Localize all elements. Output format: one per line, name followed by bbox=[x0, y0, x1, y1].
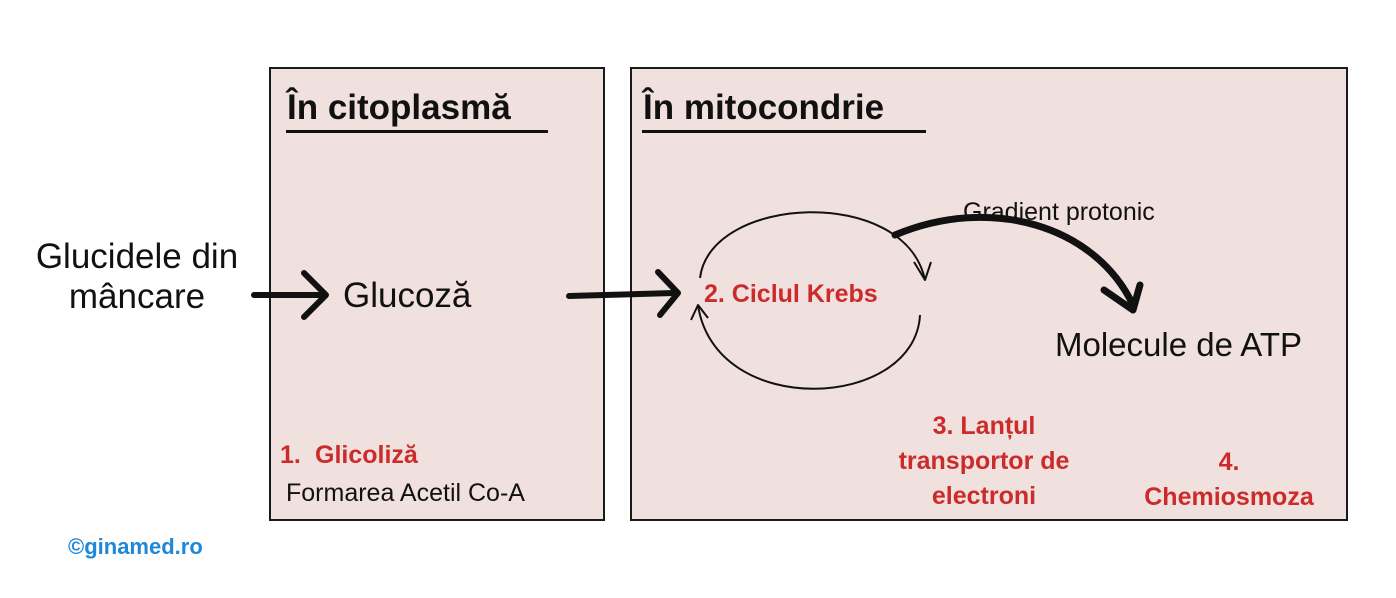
step3-line-3: electroni bbox=[931, 482, 1037, 510]
cytoplasm-title-underline bbox=[286, 130, 548, 133]
glucose-label: Glucoză bbox=[343, 276, 472, 315]
step1-label: Glicoliză bbox=[315, 441, 418, 469]
step3-label: 3. Lanțul transportor de electroni bbox=[864, 409, 1104, 514]
mitochondria-title-underline bbox=[642, 130, 926, 133]
step3-line-1: 3. Lanțul bbox=[932, 412, 1036, 440]
step4-line-2: Chemiosmoza bbox=[1144, 483, 1314, 511]
gradient-to-atp-arrow bbox=[891, 213, 1144, 314]
krebs-cycle-loop bbox=[690, 211, 932, 390]
watermark: ©ginamed.ro bbox=[68, 534, 203, 559]
step4-line-1: 4. bbox=[1218, 448, 1240, 476]
step1-sub-label: Formarea Acetil Co-A bbox=[286, 479, 525, 507]
krebs-label: 2. Ciclul Krebs bbox=[704, 280, 878, 308]
mitochondria-title: În mitocondrie bbox=[643, 88, 885, 127]
input-line-2: mâncare bbox=[68, 277, 206, 317]
input-to-glucose-arrow bbox=[251, 270, 329, 320]
step3-line-2: transportor de bbox=[898, 447, 1070, 475]
mitochondria-panel bbox=[630, 67, 1348, 521]
step4-label: 4. Chemiosmoza bbox=[1104, 445, 1354, 515]
input-label: Glucidele din mâncare bbox=[8, 237, 266, 318]
atp-label: Molecule de ATP bbox=[1055, 326, 1303, 363]
gradient-label: Gradient protonic bbox=[963, 198, 1155, 226]
cytoplasm-title: În citoplasmă bbox=[287, 88, 511, 127]
glucose-to-krebs-arrow bbox=[566, 269, 681, 318]
step1-number: 1. bbox=[280, 441, 301, 469]
input-line-1: Glucidele din bbox=[35, 237, 239, 276]
